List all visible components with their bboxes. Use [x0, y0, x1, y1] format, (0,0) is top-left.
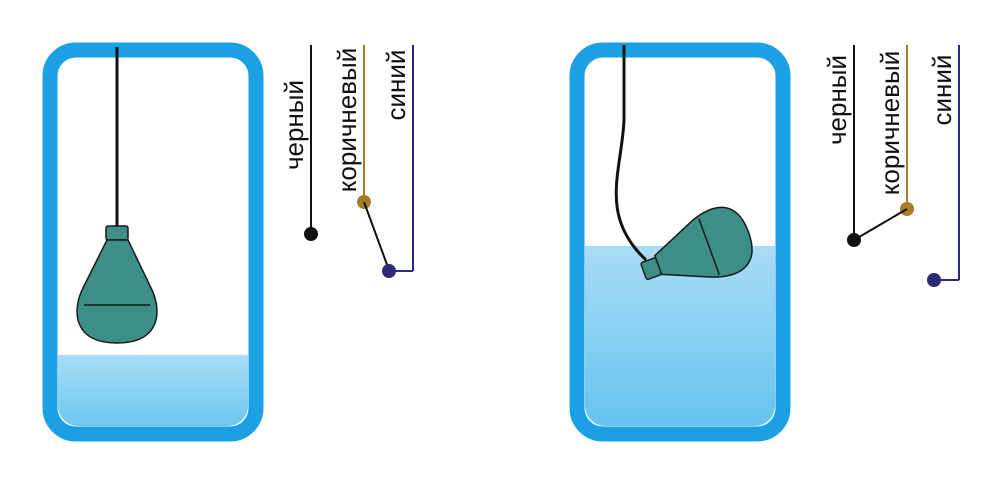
switch-contact — [363, 201, 390, 271]
terminal-black — [304, 227, 318, 241]
float-seam — [698, 218, 721, 275]
wiring-high: черный коричневый синий — [822, 45, 960, 287]
float-cable — [614, 45, 648, 262]
label-black: черный — [822, 55, 852, 145]
terminal-blue — [927, 273, 941, 287]
switch-contact — [853, 208, 908, 241]
water-low — [58, 355, 248, 426]
terminal-blue — [382, 264, 396, 278]
label-black: черный — [279, 80, 309, 170]
tank-wall — [42, 42, 264, 442]
float-body — [76, 239, 158, 344]
float-nut — [105, 225, 129, 241]
panel-high-level: черный коричневый синий — [569, 42, 960, 442]
floating-float — [614, 45, 753, 281]
tank-left — [42, 42, 264, 442]
label-blue: синий — [927, 55, 957, 126]
wiring-low: черный коричневый синий — [279, 45, 414, 278]
label-brown: коричневый — [875, 51, 905, 196]
tank-wall — [569, 42, 791, 442]
label-blue: синий — [381, 50, 411, 121]
float-body — [653, 206, 753, 278]
hanging-float — [76, 47, 158, 344]
panel-low-level: черный коричневый синий — [42, 42, 414, 442]
label-brown: коричневый — [332, 48, 362, 193]
